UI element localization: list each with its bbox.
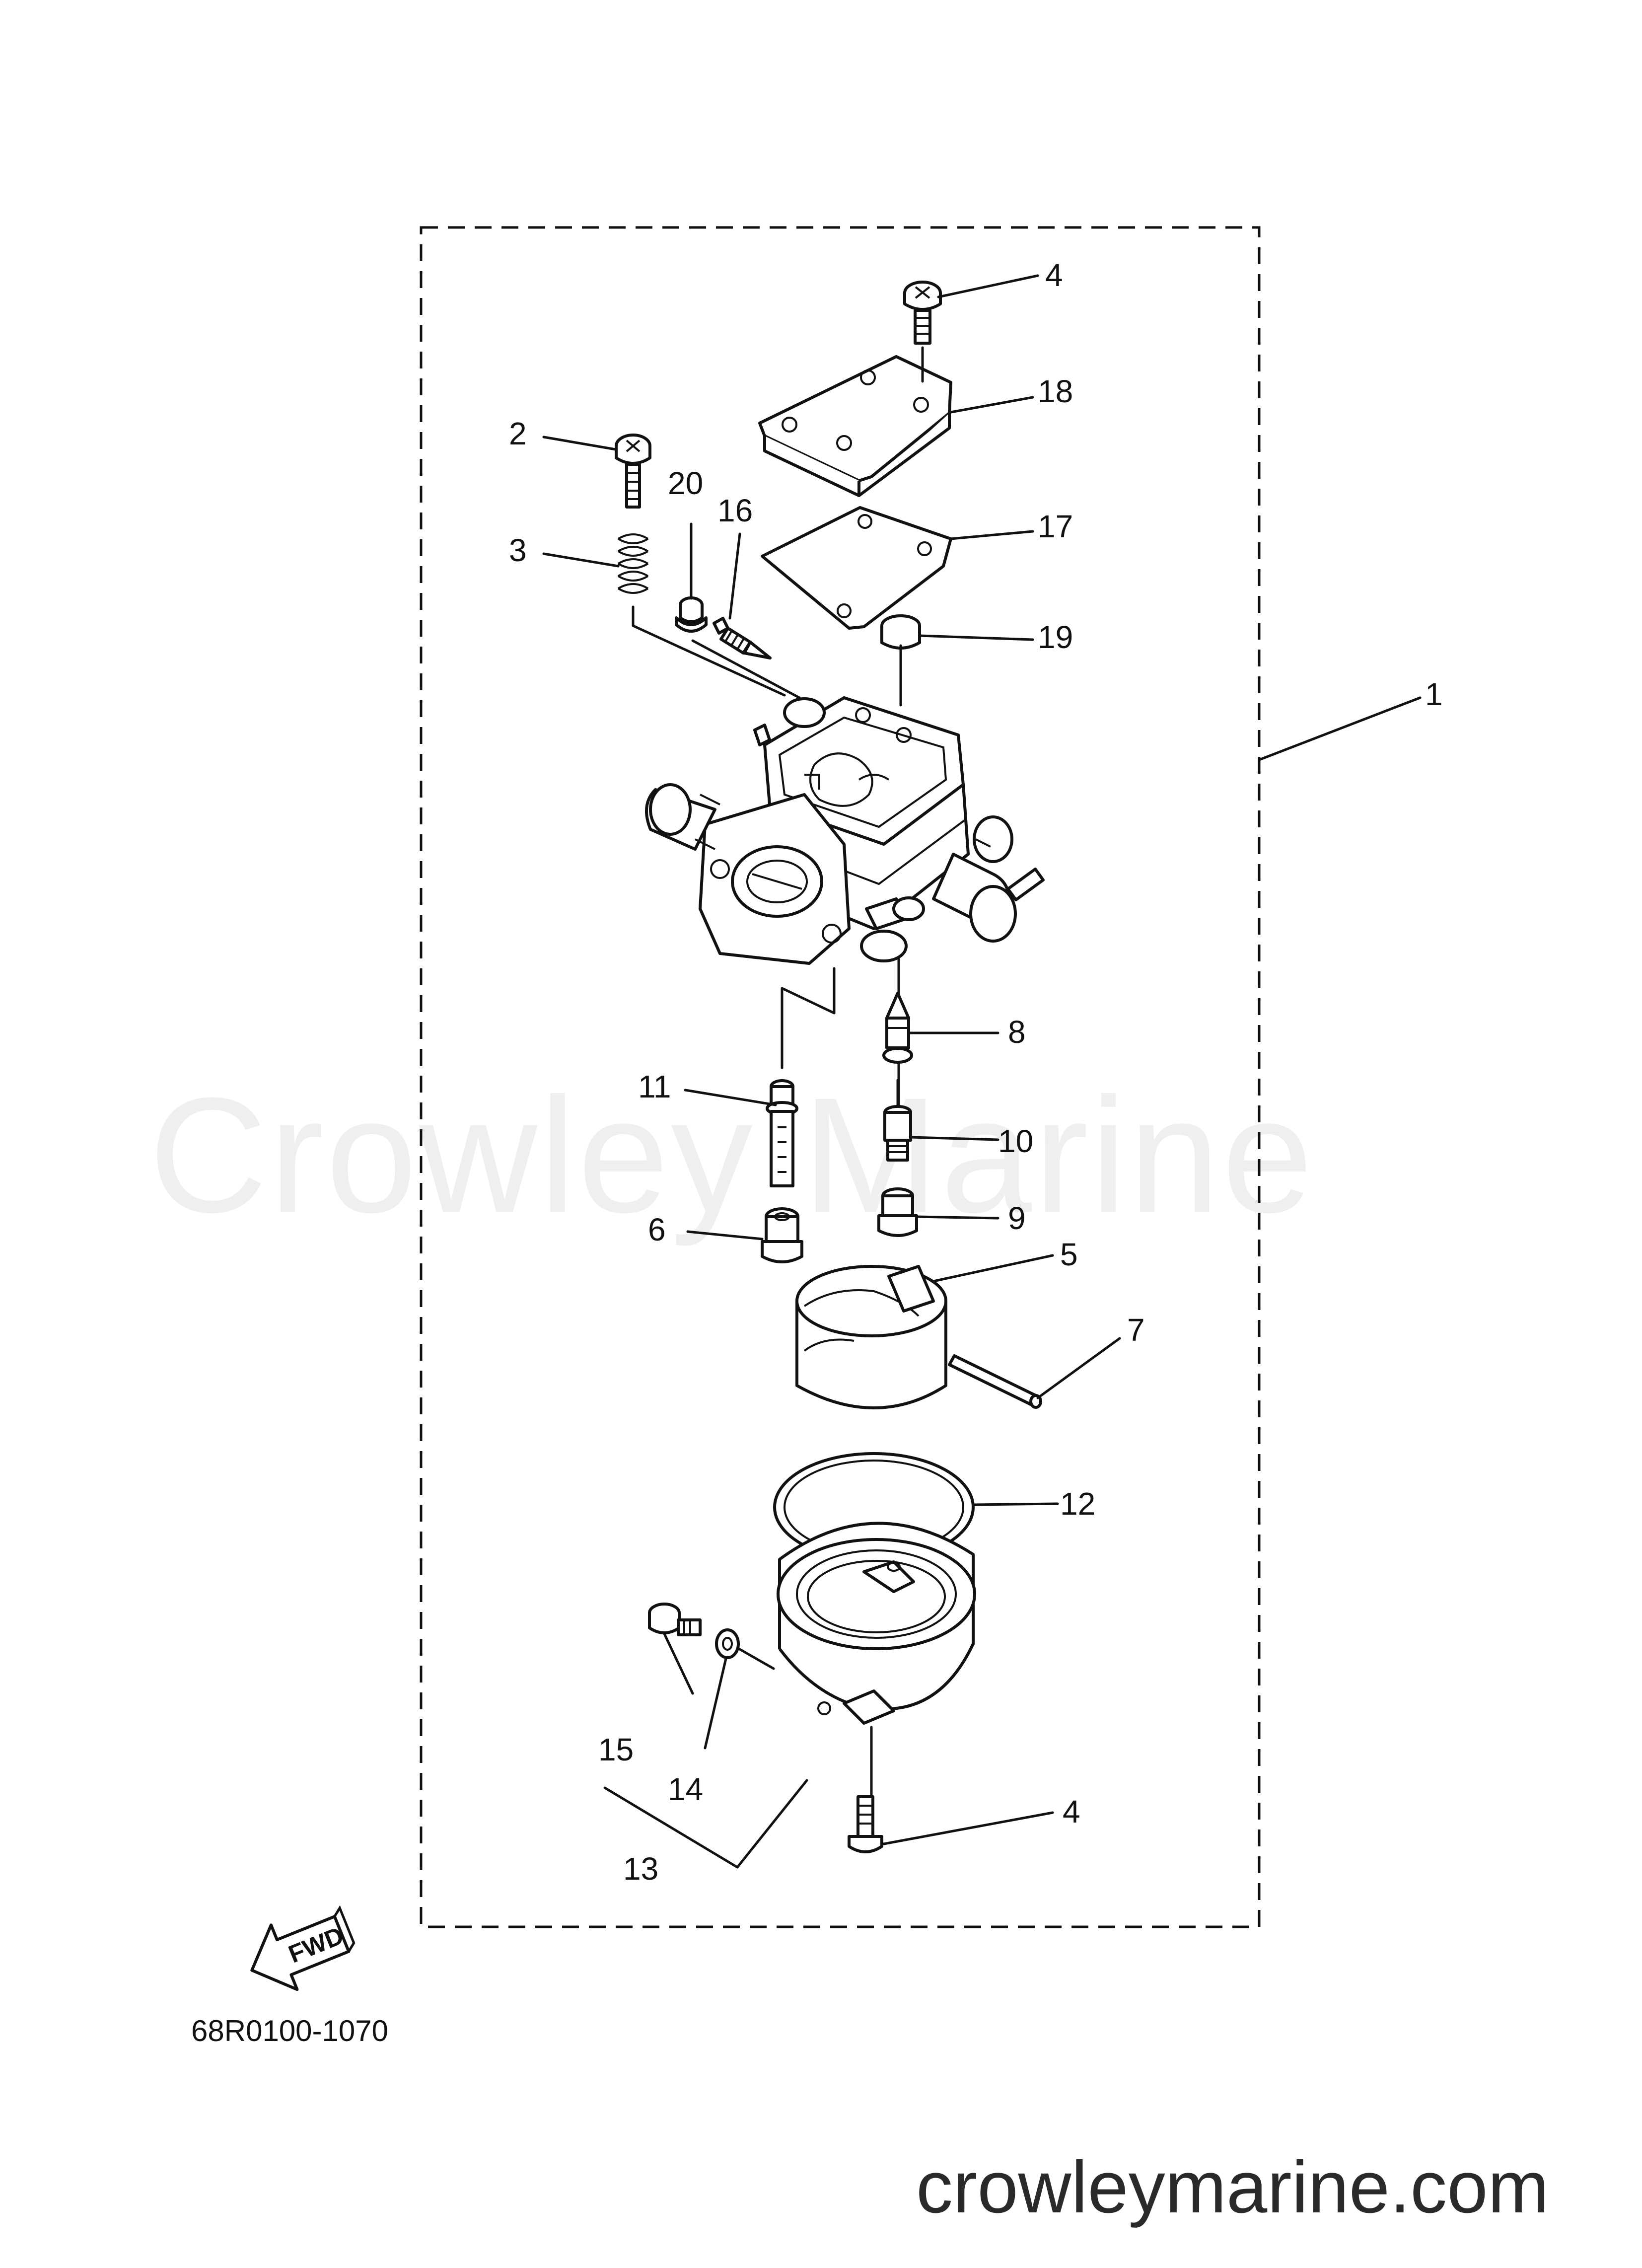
part-11-main-nozzle — [766, 1079, 798, 1187]
callout-7: 7 — [1127, 1312, 1145, 1348]
callout-15: 15 — [598, 1732, 634, 1767]
part-2-screw — [615, 434, 651, 509]
callout-11: 11 — [638, 1069, 671, 1104]
part-1-carburetor-body — [645, 696, 1045, 965]
part-16-needle-screw — [713, 617, 772, 659]
part-19-plug — [880, 614, 921, 650]
fwd-arrow-icon: FWD — [250, 1905, 356, 1991]
part-15-drain-screw — [648, 1603, 702, 1636]
part-18-cover-plate — [758, 355, 952, 497]
part-4-top-screw — [903, 281, 942, 345]
part-13-float-bowl — [777, 1522, 976, 1725]
callout-16: 16 — [717, 493, 753, 528]
callout-9: 9 — [1008, 1200, 1026, 1236]
part-17-gasket — [761, 506, 952, 630]
part-6-main-jet — [761, 1207, 803, 1263]
callout-14: 14 — [668, 1771, 703, 1807]
callout-12: 12 — [1060, 1486, 1095, 1522]
guide-lines-upper — [632, 346, 924, 707]
part-20-cap — [675, 596, 708, 633]
part-5-float — [795, 1265, 947, 1409]
callout-2: 2 — [509, 416, 527, 451]
callout-4-bottom: 4 — [1063, 1794, 1080, 1829]
part-3-spring — [617, 533, 649, 594]
diagram-code: 68R0100-1070 — [191, 2014, 388, 2048]
callout-20: 20 — [668, 465, 703, 501]
callout-labels: 4 18 2 20 16 3 17 19 1 8 11 10 9 6 5 7 1… — [509, 257, 1443, 1887]
part-14-washer — [715, 1628, 740, 1659]
callout-19: 19 — [1038, 619, 1073, 655]
assembly-boundary — [420, 226, 1261, 1928]
callout-6: 6 — [648, 1212, 666, 1247]
part-9-plug — [877, 1187, 918, 1237]
callout-1: 1 — [1425, 676, 1443, 712]
callout-5: 5 — [1060, 1237, 1078, 1272]
watermark-text: Crowley Marine — [149, 1063, 1315, 1247]
guide-lines-lower — [737, 1647, 873, 1796]
part-7-float-pin — [948, 1354, 1042, 1409]
callout-10: 10 — [998, 1123, 1033, 1159]
callout-17: 17 — [1038, 509, 1073, 544]
callout-18: 18 — [1038, 373, 1073, 409]
leader-lines — [542, 274, 1422, 1869]
website-url[interactable]: crowleymarine.com — [916, 2146, 1549, 2228]
part-8-needle-valve — [882, 992, 913, 1064]
part-10-pilot-jet — [883, 1105, 912, 1162]
callout-4-top: 4 — [1045, 257, 1063, 293]
guide-lines-middle — [781, 957, 900, 1134]
callout-13: 13 — [623, 1851, 658, 1887]
callout-8: 8 — [1008, 1014, 1026, 1050]
part-4-bottom-screw — [848, 1795, 883, 1853]
callout-3: 3 — [509, 532, 527, 568]
